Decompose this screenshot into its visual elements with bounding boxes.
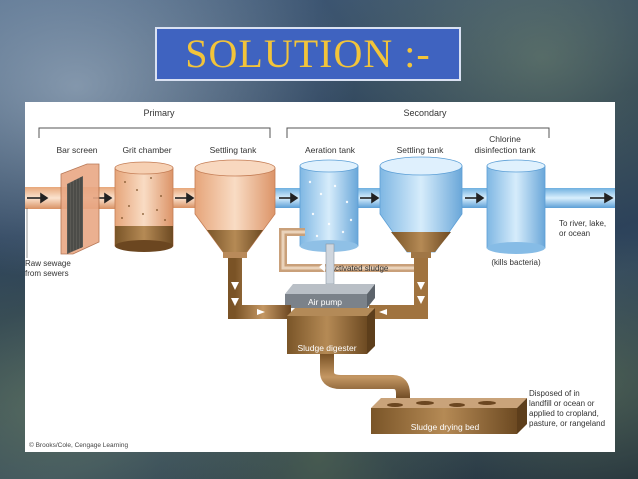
slide-title: SOLUTION :-: [185, 34, 430, 74]
drying-bed-label: Sludge drying bed: [411, 422, 480, 432]
aeration-tank-label: Aeration tank: [305, 145, 356, 155]
chlorine-label-line2: disinfection tank: [475, 145, 537, 155]
raw-sewage-line2: from sewers: [25, 269, 69, 278]
grit-chamber-label: Grit chamber: [122, 145, 171, 155]
settling-tank-1-label: Settling tank: [210, 145, 258, 155]
disposal-line4: pasture, or rangeland: [529, 419, 605, 428]
chlorine-label-line1: Chlorine: [489, 134, 521, 144]
primary-bracket: [39, 128, 270, 138]
sludge-digester-label: Sludge digester: [297, 343, 356, 353]
settling-tank-2: [380, 157, 462, 258]
settling-tank-2-label: Settling tank: [397, 145, 445, 155]
sewage-treatment-diagram: Primary Secondary Bar screen Grit chambe…: [25, 102, 615, 452]
outlet-line1: To river, lake,: [559, 219, 606, 228]
settling-tank-1: [195, 160, 275, 258]
activated-sludge-label: Activated sludge: [330, 264, 389, 273]
kills-bacteria-label: (kills bacteria): [491, 258, 541, 267]
raw-sewage-line1: Raw sewage: [25, 259, 71, 268]
primary-label: Primary: [144, 108, 175, 118]
image-credit: © Brooks/Cole, Cengage Learning: [29, 441, 128, 449]
chlorine-disinfection-tank: [487, 160, 545, 254]
aeration-tank: [300, 160, 358, 252]
disposal-line3: applied to cropland,: [529, 409, 599, 418]
air-pipe: [326, 244, 334, 284]
disposal-line2: landfill or ocean or: [529, 399, 595, 408]
air-pump-label: Air pump: [308, 297, 342, 307]
pipe-to-drying-bed: [327, 354, 403, 400]
outlet-line2: or ocean: [559, 229, 590, 238]
secondary-label: Secondary: [403, 108, 447, 118]
disposal-line1: Disposed of in: [529, 389, 580, 398]
bar-screen-label: Bar screen: [56, 145, 97, 155]
title-banner: SOLUTION :-: [155, 27, 461, 81]
bar-screen: [61, 164, 99, 254]
grit-chamber: [115, 162, 173, 252]
diagram-panel: Primary Secondary Bar screen Grit chambe…: [25, 102, 615, 452]
